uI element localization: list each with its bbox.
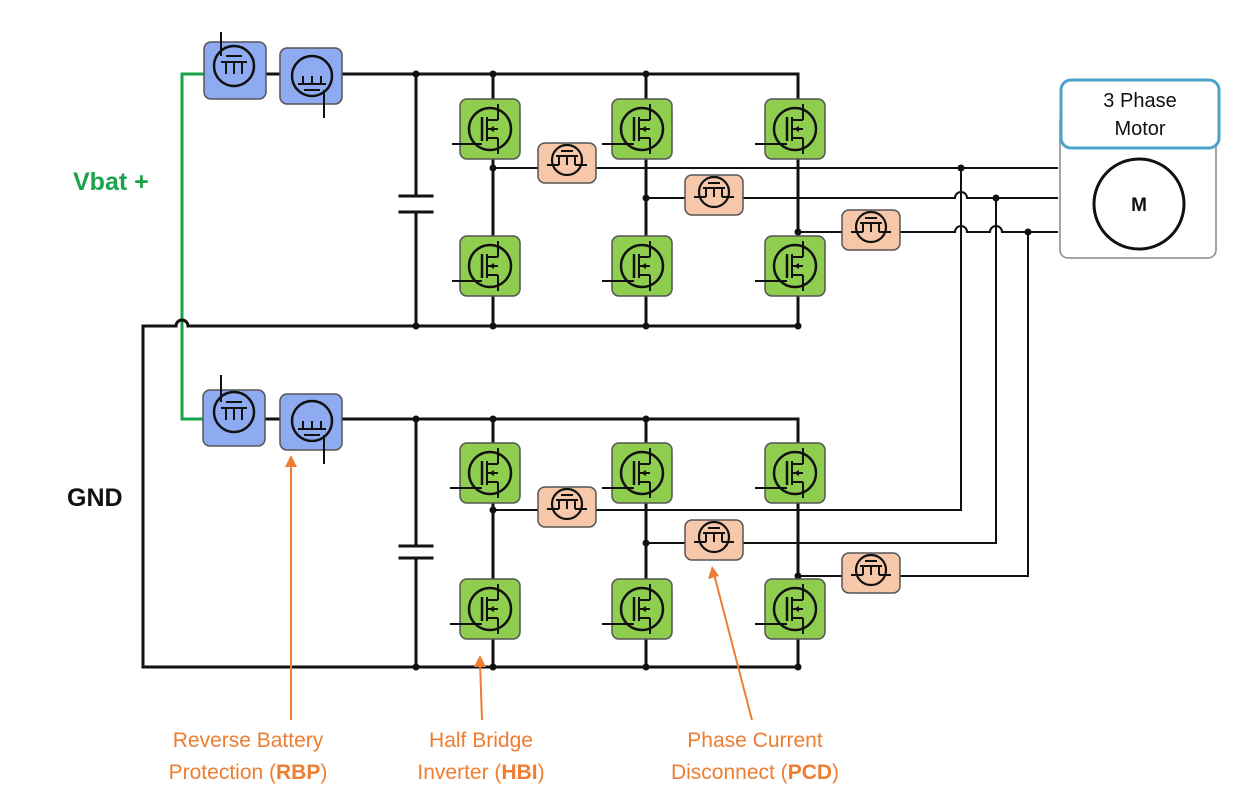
pcd-switch-lower-c <box>841 552 901 594</box>
legend-hbi-line2: Inverter (HBI) <box>417 761 544 784</box>
pcd-switch-lower-a <box>537 486 597 528</box>
hbi-switch-upper-a-high <box>452 98 521 160</box>
pcd-switch-upper-a <box>537 142 597 184</box>
hbi-switch-upper-c-low <box>755 235 826 297</box>
motor-title-line1: 3 Phase <box>1103 90 1176 112</box>
hbi-switch-lower-c-low <box>755 578 826 640</box>
hbi-switch-lower-b-high <box>602 442 673 504</box>
pcd-switch-lower-b <box>684 519 744 561</box>
gnd-label: GND <box>67 484 123 512</box>
pcd-switch-upper-c <box>841 209 901 251</box>
hbi-switch-lower-a-high <box>450 442 521 504</box>
motor-symbol-label: M <box>1131 195 1147 216</box>
junction-dots <box>412 70 1032 671</box>
legend-hbi-line1: Half Bridge <box>429 729 533 752</box>
hbi-switch-lower-b-low <box>602 578 673 640</box>
hbi-switch-lower-c-high <box>755 442 826 504</box>
legend-pcd-line2: Disconnect (PCD) <box>671 761 839 784</box>
legend-pcd: Phase Current Disconnect (PCD) <box>671 729 839 784</box>
hbi-switch-upper-b-low <box>602 235 673 297</box>
vbat-label: Vbat + <box>73 168 149 196</box>
legend-rbp: Reverse Battery Protection (RBP) <box>169 729 328 784</box>
hbi-switch-upper-a-low <box>452 235 521 297</box>
gnd-wiring <box>141 318 800 669</box>
vbat-wiring <box>180 72 208 421</box>
rbp-switch-lower-2 <box>279 393 343 464</box>
rbp-switch-lower-1 <box>202 375 266 447</box>
motor-title-line2: Motor <box>1114 118 1165 140</box>
rbp-switch-upper-2 <box>279 47 343 118</box>
rbp-switch-upper-1 <box>203 32 267 100</box>
hbi-switch-upper-b-high <box>602 98 673 160</box>
legend-hbi: Half Bridge Inverter (HBI) <box>417 729 544 784</box>
motor-block: M 3 Phase Motor <box>1059 78 1221 259</box>
legend-pcd-line1: Phase Current <box>687 729 823 752</box>
pcd-switch-upper-b <box>684 174 744 216</box>
legend-rbp-line2: Protection (RBP) <box>169 761 328 784</box>
legend-rbp-line1: Reverse Battery <box>173 729 324 752</box>
annotation-arrows <box>285 455 753 721</box>
motor-symbol-icon <box>1092 157 1186 251</box>
hbi-switch-upper-c-high <box>755 98 826 160</box>
hbi-switch-lower-a-low <box>450 578 521 640</box>
